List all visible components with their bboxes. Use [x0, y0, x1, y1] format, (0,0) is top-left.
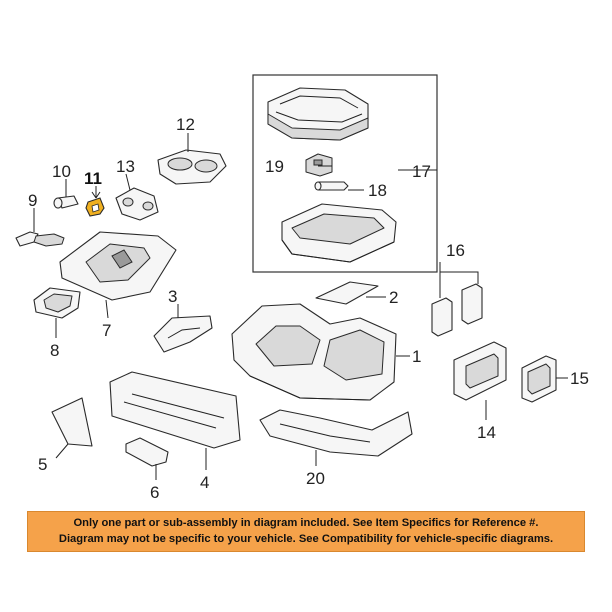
part-17-lid[interactable]: [267, 87, 369, 141]
callout-19: 19: [265, 157, 284, 176]
callout-13: 13: [116, 157, 135, 176]
part-1-console[interactable]: [231, 303, 397, 401]
callout-9: 9: [28, 191, 37, 210]
part-15-module[interactable]: [521, 355, 557, 403]
callout-2: 2: [389, 288, 398, 307]
part-8-tray[interactable]: [33, 287, 81, 319]
callout-18: 18: [368, 181, 387, 200]
part-16-module-left[interactable]: [431, 297, 453, 337]
callout-16: 16: [446, 241, 465, 260]
callout-10: 10: [52, 162, 71, 181]
part-12-cup-holder[interactable]: [157, 149, 227, 185]
callout-15: 15: [570, 369, 589, 388]
callout-5: 5: [38, 455, 47, 474]
callout-17: 17: [412, 162, 431, 181]
part-18-pin[interactable]: [314, 181, 349, 191]
part-19-latch[interactable]: [305, 153, 333, 177]
disclaimer-line-1: Only one part or sub-assembly in diagram…: [73, 517, 539, 529]
part-11-clip[interactable]: [85, 197, 105, 217]
callout-7: 7: [102, 321, 111, 340]
callout-20: 20: [306, 469, 325, 488]
part-13-bracket[interactable]: [115, 187, 159, 221]
part-4-side-panel[interactable]: [109, 371, 241, 449]
part-16-module-right[interactable]: [461, 283, 483, 325]
disclaimer-banner: Only one part or sub-assembly in diagram…: [27, 511, 585, 552]
leader-lines: [33, 133, 568, 480]
callout-14: 14: [477, 423, 496, 442]
part-7-bezel[interactable]: [59, 231, 177, 301]
disclaimer-line-2: Diagram may not be specific to your vehi…: [58, 533, 554, 545]
part-10-cylinder[interactable]: [53, 195, 79, 209]
callout-3: 3: [168, 287, 177, 306]
part-3-bracket[interactable]: [153, 315, 213, 353]
callout-8: 8: [50, 341, 59, 360]
inset-box-17: [252, 74, 438, 273]
part-6-trim[interactable]: [125, 437, 169, 467]
part-14-panel[interactable]: [453, 341, 507, 401]
callout-11: 11: [84, 169, 102, 188]
callout-12: 12: [176, 115, 195, 134]
part-5-end-cap[interactable]: [51, 397, 93, 447]
callout-4: 4: [200, 473, 209, 492]
part-9-harness[interactable]: [15, 231, 65, 247]
callout-1: 1: [412, 347, 421, 366]
part-17-tray[interactable]: [281, 203, 397, 263]
callout-6: 6: [150, 483, 159, 502]
part-2-pad[interactable]: [315, 281, 379, 305]
part-20-bracket[interactable]: [259, 409, 413, 457]
